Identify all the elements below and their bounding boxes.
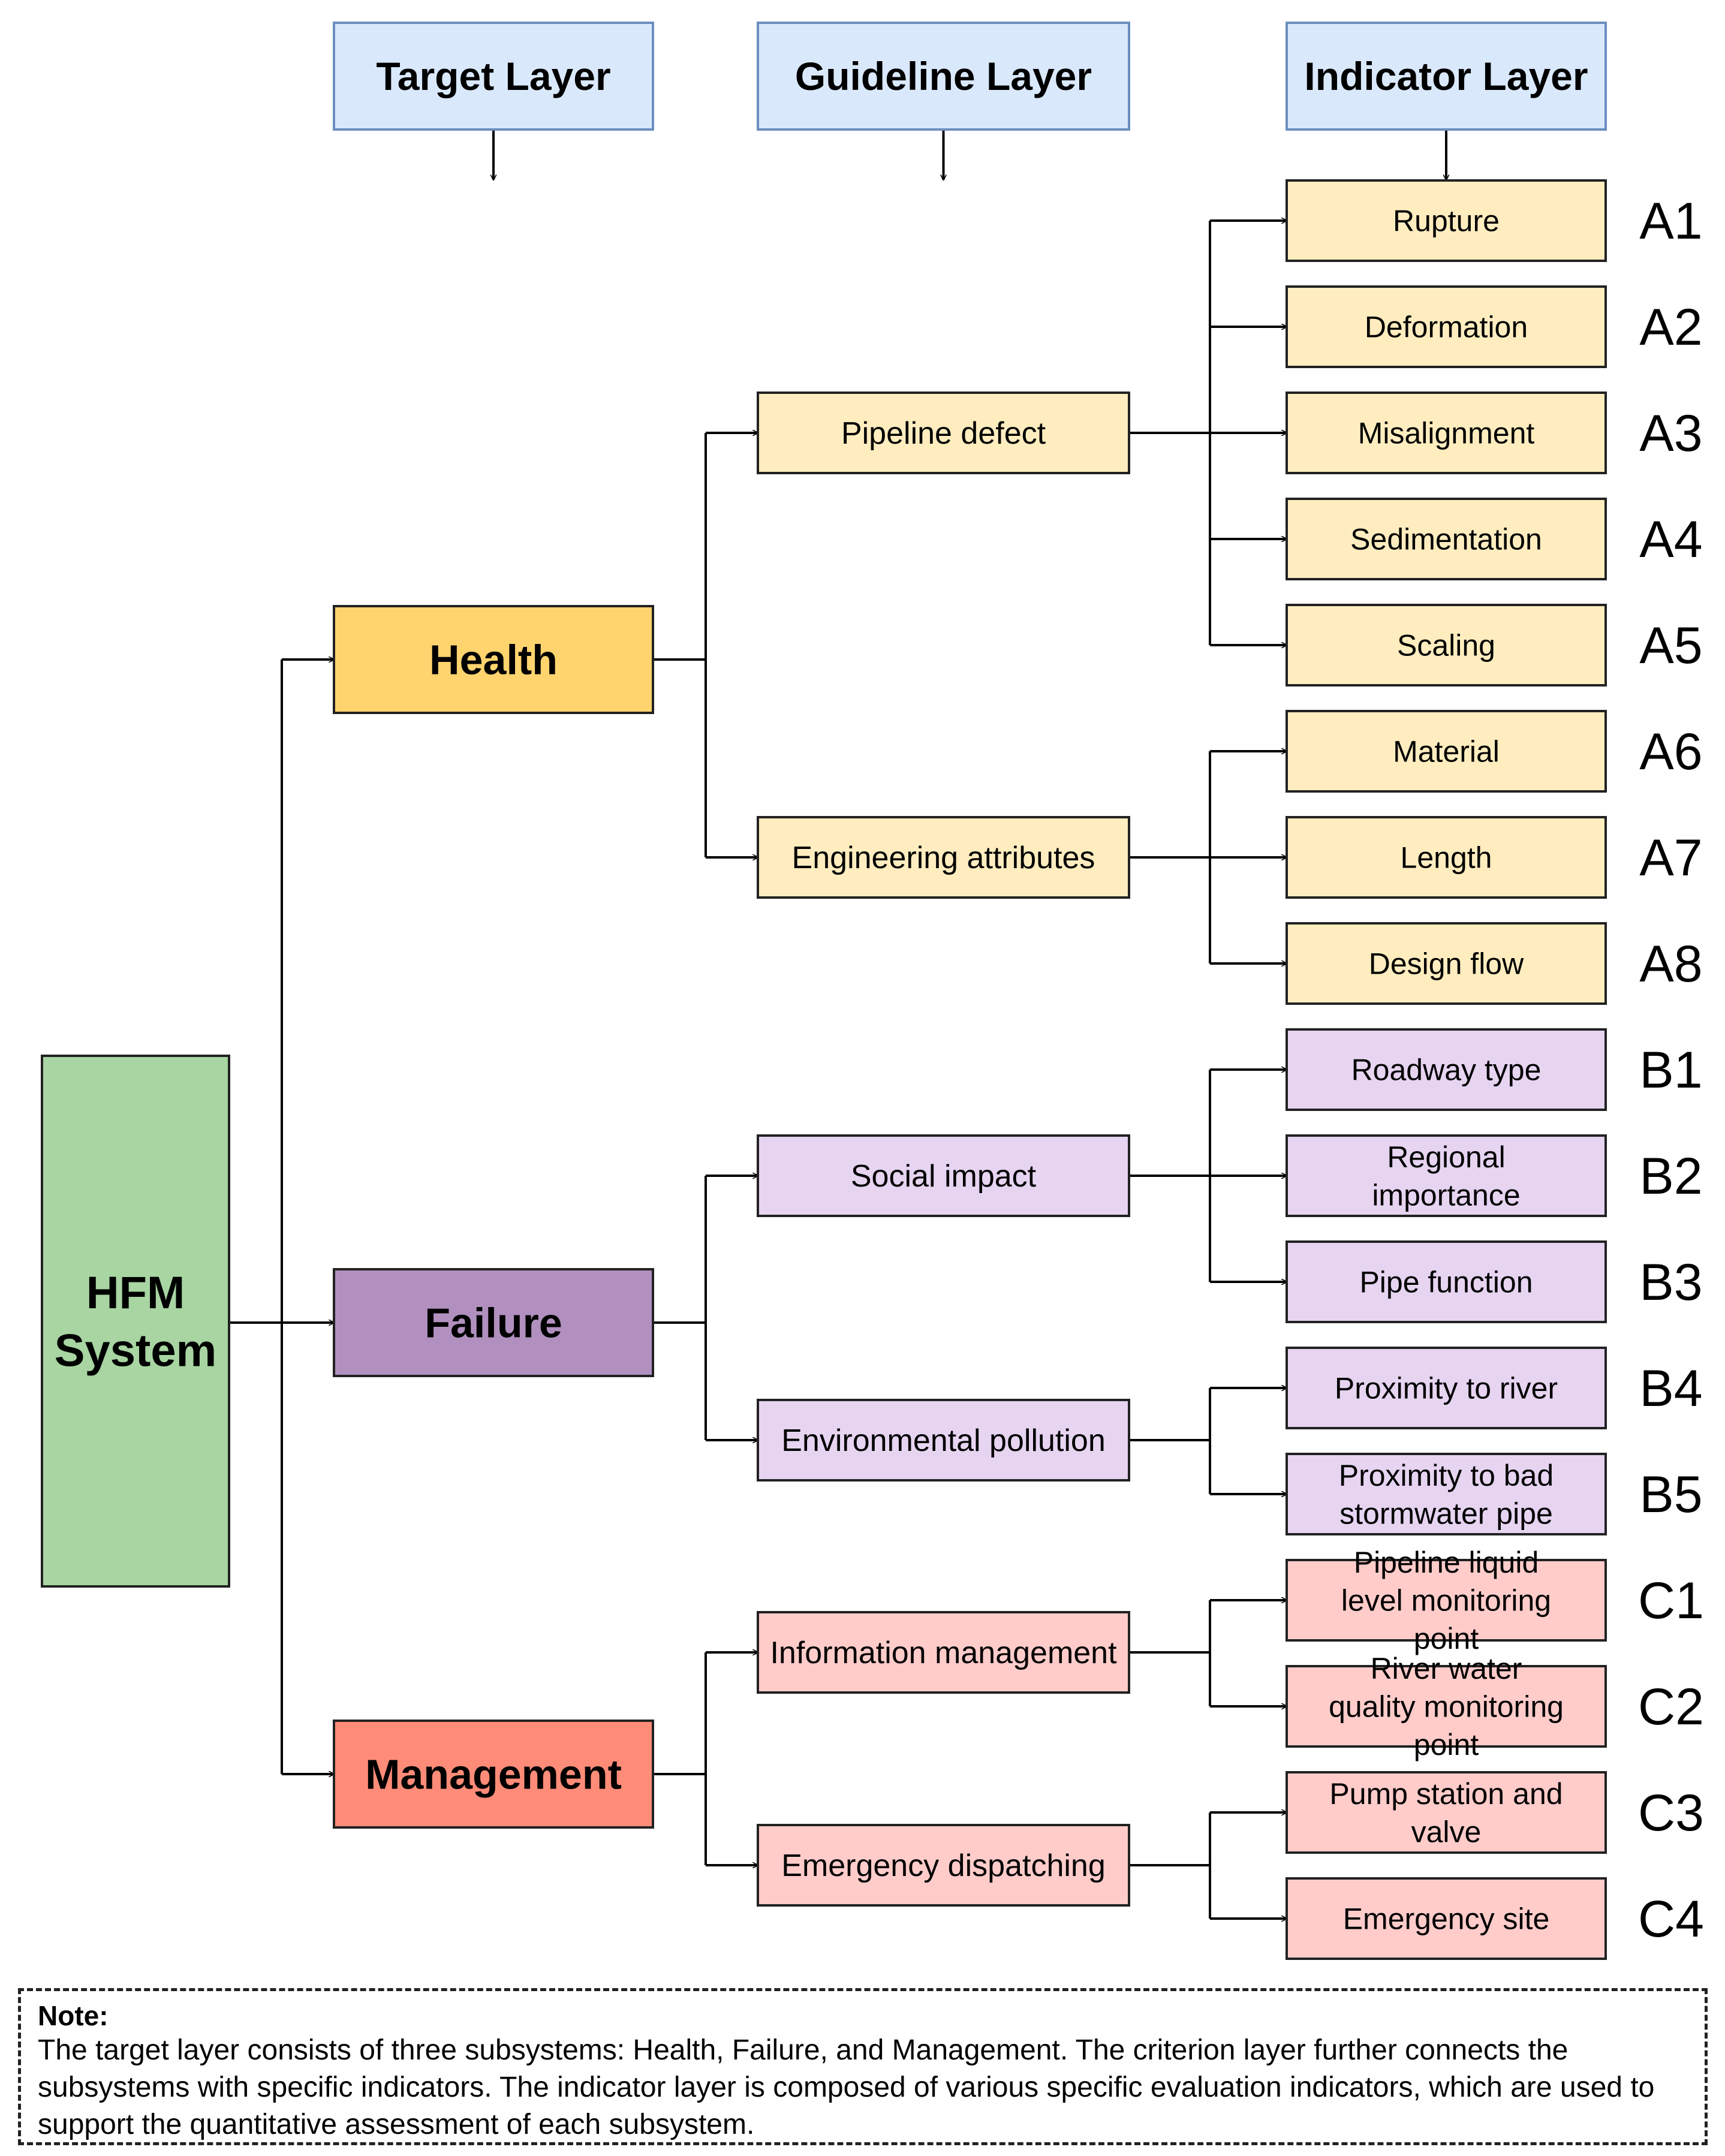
note-heading: Note: — [38, 2000, 109, 2031]
indicator-a8: Design flow — [1286, 922, 1607, 1005]
indicator-a4-label: Sedimentation — [1350, 523, 1542, 556]
subsystem-management-label: Management — [365, 1751, 622, 1798]
indicator-code: B4 — [1639, 1360, 1702, 1417]
criterion-pipeline-defect-label: Pipeline defect — [841, 416, 1046, 451]
indicator-code: C3 — [1638, 1784, 1704, 1842]
indicator-code: A1 — [1639, 192, 1702, 250]
indicator-code: B1 — [1639, 1041, 1702, 1099]
indicator-code: A4 — [1639, 511, 1702, 568]
note-text: The target layer consists of three subsy… — [38, 2034, 1655, 2140]
indicator-a7-label: Length — [1401, 841, 1492, 875]
subsystem-failure: Failure — [333, 1268, 654, 1377]
indicator-code: A6 — [1639, 723, 1702, 781]
indicator-code: C4 — [1638, 1890, 1704, 1948]
indicator-code: B3 — [1639, 1254, 1702, 1311]
indicator-code: C2 — [1638, 1678, 1704, 1736]
criterion-engineering-attributes: Engineering attributes — [757, 816, 1130, 899]
criterion-information-management: Information management — [757, 1611, 1130, 1694]
indicator-a8-label: Design flow — [1369, 947, 1524, 981]
indicator-a6-label: Material — [1393, 735, 1500, 769]
layer-header-indicator-layer-label: Indicator Layer — [1304, 54, 1588, 98]
criterion-emergency-dispatching-label: Emergency dispatching — [781, 1848, 1106, 1883]
indicator-a2-label: Deformation — [1365, 311, 1528, 344]
indicator-code: A8 — [1639, 935, 1702, 993]
indicator-b1-label: Roadway type — [1351, 1053, 1542, 1087]
indicator-code: A2 — [1639, 299, 1702, 356]
indicator-c4: Emergency site — [1286, 1877, 1607, 1960]
indicator-code: A7 — [1639, 829, 1702, 887]
indicator-c4-label: Emergency site — [1343, 1902, 1550, 1936]
criterion-emergency-dispatching: Emergency dispatching — [757, 1824, 1130, 1907]
indicator-b3: Pipe function — [1286, 1240, 1607, 1323]
indicator-a4: Sedimentation — [1286, 498, 1607, 580]
indicator-a1: Rupture — [1286, 179, 1607, 262]
note-box: Note: The target layer consists of three… — [18, 1988, 1708, 2145]
indicator-a3-label: Misalignment — [1358, 417, 1535, 450]
criterion-environmental-pollution-label: Environmental pollution — [781, 1423, 1106, 1458]
criterion-environmental-pollution: Environmental pollution — [757, 1399, 1130, 1482]
subsystem-management: Management — [333, 1720, 654, 1829]
indicator-a5-label: Scaling — [1397, 629, 1495, 663]
layer-header-target-layer-label: Target Layer — [376, 54, 610, 98]
indicator-a6: Material — [1286, 710, 1607, 793]
indicator-b4-label: Proximity to river — [1335, 1372, 1558, 1405]
criterion-pipeline-defect: Pipeline defect — [757, 392, 1130, 474]
indicator-a7: Length — [1286, 816, 1607, 899]
criterion-information-management-label: Information management — [770, 1636, 1117, 1670]
subsystem-failure-label: Failure — [425, 1300, 562, 1347]
subsystem-health-label: Health — [429, 637, 558, 683]
criterion-social-impact-label: Social impact — [851, 1159, 1037, 1194]
subsystem-health: Health — [333, 605, 654, 714]
indicator-a2: Deformation — [1286, 285, 1607, 368]
indicator-code: B5 — [1639, 1466, 1702, 1523]
indicator-code: A5 — [1639, 617, 1702, 674]
layer-header-guideline-layer-label: Guideline Layer — [795, 54, 1092, 98]
criterion-social-impact: Social impact — [757, 1134, 1130, 1217]
criterion-engineering-attributes-label: Engineering attributes — [792, 841, 1095, 875]
indicator-code: A3 — [1639, 405, 1702, 462]
indicator-b4: Proximity to river — [1286, 1347, 1607, 1429]
indicator-a1-label: Rupture — [1393, 204, 1500, 238]
indicator-code: C1 — [1638, 1572, 1704, 1630]
indicator-a3: Misalignment — [1286, 392, 1607, 474]
diagram-nodes: Target Layer Guideline Layer Indicator Lay… — [41, 22, 1704, 1960]
indicator-b1: Roadway type — [1286, 1028, 1607, 1111]
layer-header-indicator-layer: Indicator Layer — [1286, 22, 1607, 131]
layer-header-target-layer: Target Layer — [333, 22, 654, 131]
indicator-b3-label: Pipe function — [1359, 1266, 1533, 1299]
indicator-a5: Scaling — [1286, 604, 1607, 686]
connector-lines — [229, 130, 1446, 1919]
layer-header-guideline-layer: Guideline Layer — [757, 22, 1130, 131]
indicator-code: B2 — [1639, 1148, 1702, 1205]
